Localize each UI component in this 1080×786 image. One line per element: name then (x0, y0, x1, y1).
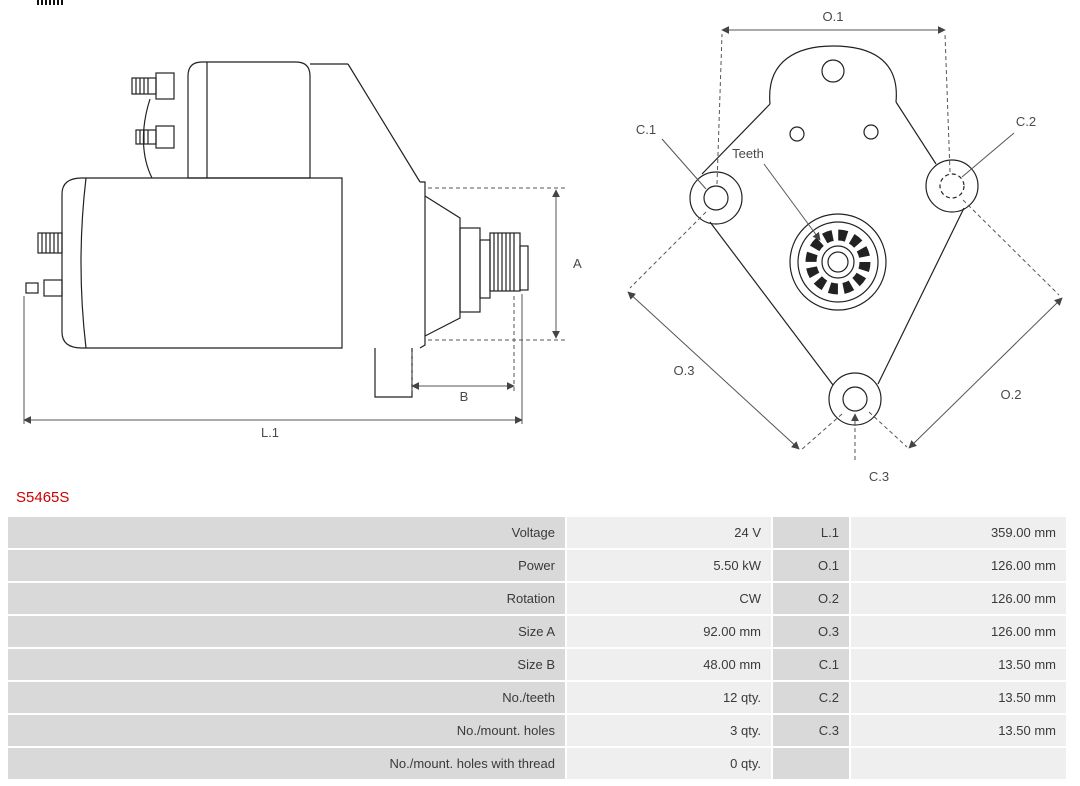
dim-value: 13.50 mm (851, 649, 1066, 680)
dim-value: 13.50 mm (851, 715, 1066, 746)
dim-label: L.1 (773, 517, 849, 548)
spec-label: Size A (8, 616, 565, 647)
spec-value: 5.50 kW (567, 550, 771, 581)
spec-value: 12 qty. (567, 682, 771, 713)
teeth-label: Teeth (732, 146, 764, 161)
spec-label: No./teeth (8, 682, 565, 713)
dim-label (773, 748, 849, 779)
body-terminal-studs (25, 232, 63, 297)
mount-hole-c1 (703, 185, 729, 211)
spec-value: 48.00 mm (567, 649, 771, 680)
part-number: S5465S (16, 489, 70, 506)
dim-value (851, 748, 1066, 779)
flange-outline (701, 45, 965, 386)
mount-ear-right (925, 159, 979, 213)
dim-value: 126.00 mm (851, 550, 1066, 581)
dim-label: C.1 (773, 649, 849, 680)
pinion-gear (489, 232, 529, 292)
spline-gear (789, 213, 887, 311)
spec-value: CW (567, 583, 771, 614)
side-view-dimensions (23, 187, 566, 424)
spec-label: Rotation (8, 583, 565, 614)
front-view-dimensions (627, 26, 1063, 462)
dimension-l1-label: L.1 (261, 425, 279, 440)
solenoid (187, 61, 311, 179)
dimension-o2-label: O.2 (1001, 387, 1022, 402)
spec-label: Power (8, 550, 565, 581)
spec-value: 92.00 mm (567, 616, 771, 647)
dimension-o3-label: O.3 (674, 363, 695, 378)
dim-label: O.2 (773, 583, 849, 614)
spec-label: Voltage (8, 517, 565, 548)
technical-drawing-area: A B L.1 (23, 0, 1063, 484)
dim-label: C.3 (773, 715, 849, 746)
spec-table: Voltage 24 V L.1 359.00 mm Power 5.50 kW… (8, 517, 1072, 779)
dim-value: 126.00 mm (851, 616, 1066, 647)
side-view-drawing (25, 61, 529, 398)
mount-ear-left (689, 171, 743, 225)
spec-label: Size B (8, 649, 565, 680)
spec-value: 3 qty. (567, 715, 771, 746)
dim-label: O.1 (773, 550, 849, 581)
dim-value: 13.50 mm (851, 682, 1066, 713)
barcode-fragment (37, 0, 64, 5)
dim-value: 126.00 mm (851, 583, 1066, 614)
dimension-c2-label: C.2 (1016, 114, 1036, 129)
spec-label: No./mount. holes (8, 715, 565, 746)
dim-label: O.3 (773, 616, 849, 647)
front-view-drawing (689, 45, 979, 426)
mount-hole-c3 (842, 386, 868, 412)
dim-value: 359.00 mm (851, 517, 1066, 548)
motor-body (61, 177, 343, 349)
dim-label: C.2 (773, 682, 849, 713)
dimension-a-label: A (573, 256, 582, 271)
spec-value: 0 qty. (567, 748, 771, 779)
solenoid-terminals (131, 72, 175, 179)
spec-value: 24 V (567, 517, 771, 548)
spec-label: No./mount. holes with thread (8, 748, 565, 779)
dimension-c1-label: C.1 (636, 122, 656, 137)
mount-hole-c2 (939, 173, 965, 199)
drive-housing (310, 63, 491, 398)
dimension-b-label: B (460, 389, 469, 404)
dimension-c3-label: C.3 (869, 469, 889, 484)
dimension-o1-label: O.1 (823, 9, 844, 24)
starter-motor-drawing-canvas: A B L.1 (23, 9, 1063, 484)
